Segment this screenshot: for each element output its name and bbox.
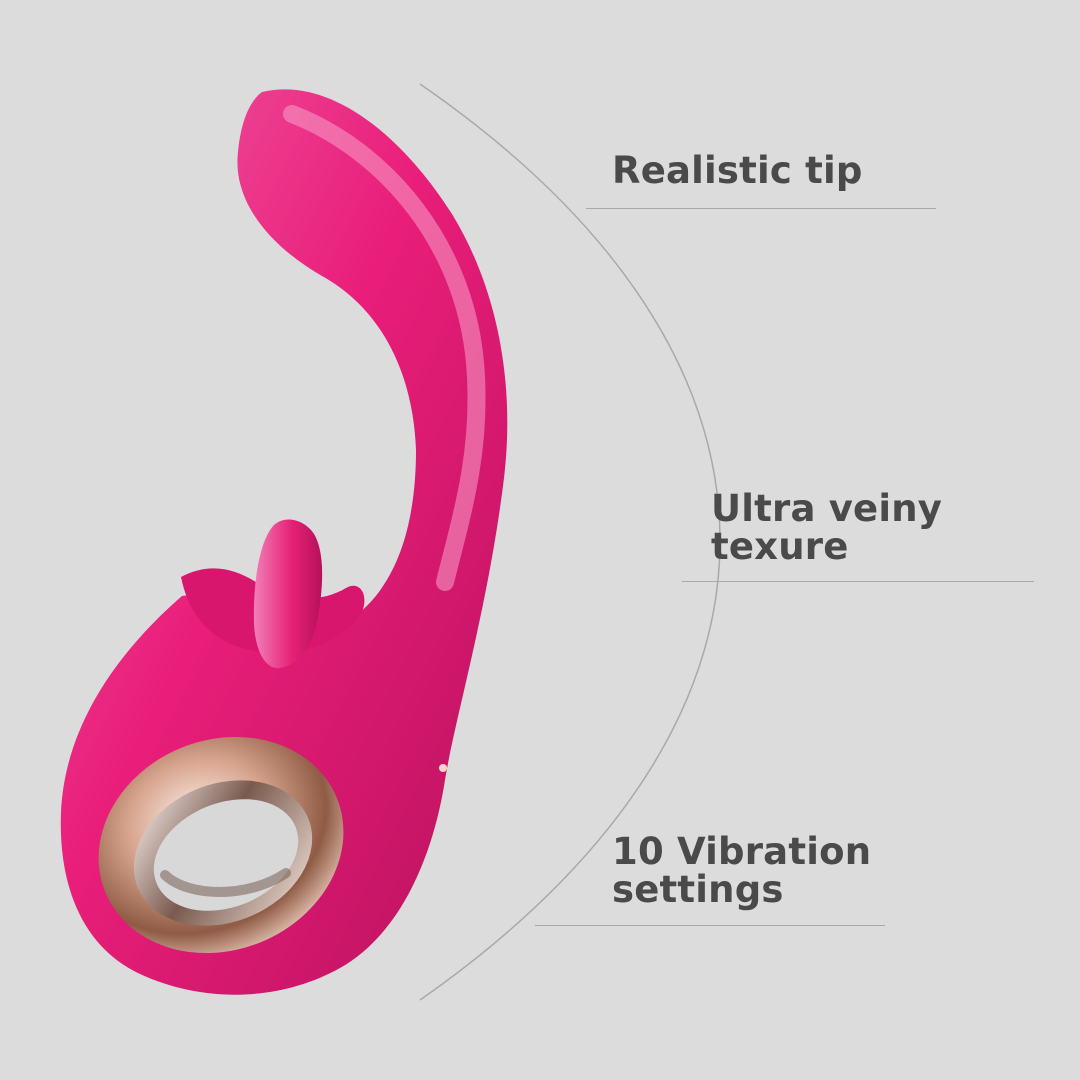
- control-shadow: [160, 868, 291, 897]
- feature-label-vibration-settings: 10 Vibration settings: [612, 830, 872, 911]
- feature-divider-1: [586, 208, 936, 209]
- side-arc: [419, 83, 721, 1001]
- feature-label-texture: Ultra veiny texure: [711, 487, 943, 568]
- feature-divider-2: [682, 581, 1034, 582]
- feature-label-realistic-tip: Realistic tip: [612, 149, 863, 192]
- shaft-highlight: [283, 105, 486, 591]
- tongue-tip: [253, 519, 323, 669]
- feature-divider-3: [535, 925, 885, 926]
- indicator-light: [439, 764, 447, 772]
